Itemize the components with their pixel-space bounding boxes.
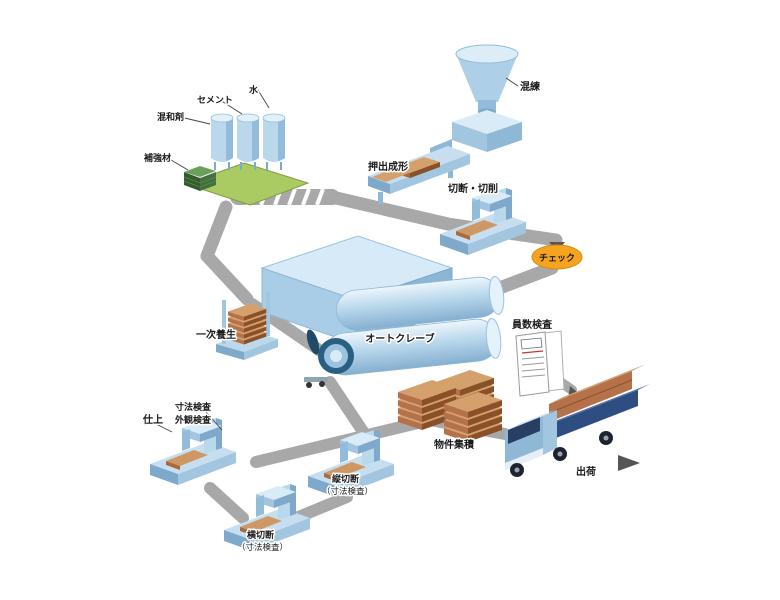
shipping-truck <box>505 364 650 477</box>
label-reinforcement: 補強材 <box>143 152 171 163</box>
labels: 混和剤 セメント 水 補強材 混練 押出成形 切断・切削 一次養生 オートクレー… <box>141 79 598 554</box>
label-water: 水 <box>249 84 259 95</box>
inspection-leader-line <box>205 411 223 431</box>
label-shipping: 出荷 <box>576 465 596 478</box>
silo-cement <box>236 113 260 171</box>
check-label: チェック <box>539 253 575 263</box>
raw-material-platform <box>183 162 310 206</box>
autoclave-unit <box>304 276 505 388</box>
finishing-leader-line <box>155 423 173 433</box>
label-vertical-cut: 縦切断 <box>332 473 359 484</box>
label-dimension-inspection: 寸法検査 <box>175 401 212 412</box>
label-finishing: 仕上 <box>142 413 163 426</box>
label-vertical-cut-note: （寸法検査） <box>322 486 373 496</box>
silo-admixture <box>210 113 234 171</box>
label-cement: セメント <box>197 95 233 105</box>
label-kneading: 混練 <box>520 80 540 93</box>
count-inspection-sheets <box>515 330 565 397</box>
finishing-station <box>150 418 236 485</box>
label-extrusion: 押出成形 <box>368 160 408 173</box>
reinforcement-stack <box>183 166 217 191</box>
truck-windshield <box>508 417 540 444</box>
kneading-hopper <box>455 44 519 116</box>
label-autoclave: オートクレーブ <box>365 332 434 345</box>
label-primary-curing: 一次養生 <box>196 328 236 341</box>
curing-stack <box>216 292 278 360</box>
label-admixture: 混和剤 <box>157 111 184 122</box>
material-leader-lines <box>165 89 270 171</box>
label-horizontal-cut: 横切断 <box>247 529 274 540</box>
arrow-shipping-icon <box>618 455 640 471</box>
label-visual-inspection: 外観検査 <box>174 414 212 425</box>
label-cutting: 切断・切削 <box>448 182 498 195</box>
silos <box>210 113 286 171</box>
label-horizontal-cut-note: （寸法検査） <box>237 542 288 552</box>
label-stacking: 物件集積 <box>434 438 475 451</box>
check-badge: チェック <box>531 244 583 270</box>
checksheet-table-icon <box>520 337 543 350</box>
board-stacks <box>398 370 502 442</box>
label-count-inspection: 員数検査 <box>511 318 553 331</box>
silo-water <box>262 113 286 171</box>
autoclave-door-icon <box>306 329 320 355</box>
extrusion-conveyor <box>368 146 470 204</box>
